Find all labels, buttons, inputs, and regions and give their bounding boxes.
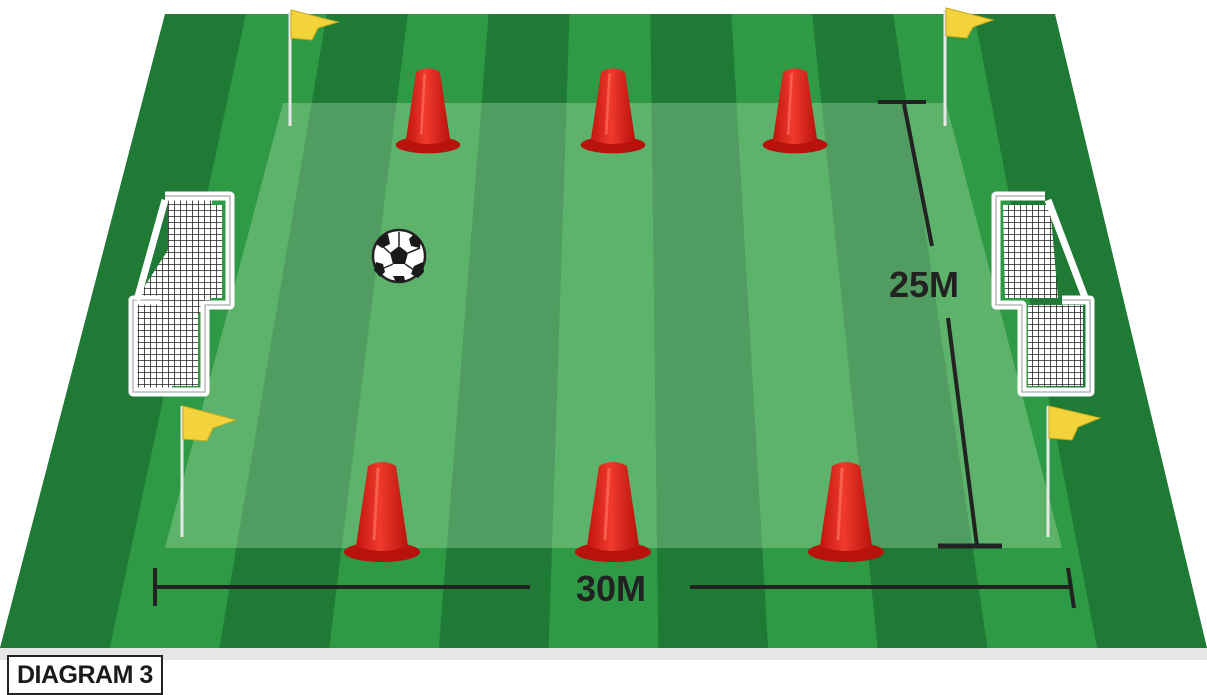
dimension-label-length: 30M	[576, 568, 646, 609]
dimension-label-width: 25M	[889, 264, 959, 305]
diagram-label: DIAGRAM 3	[7, 655, 163, 695]
soccer-ball-icon	[373, 230, 425, 282]
pitch-edge	[0, 648, 1207, 660]
